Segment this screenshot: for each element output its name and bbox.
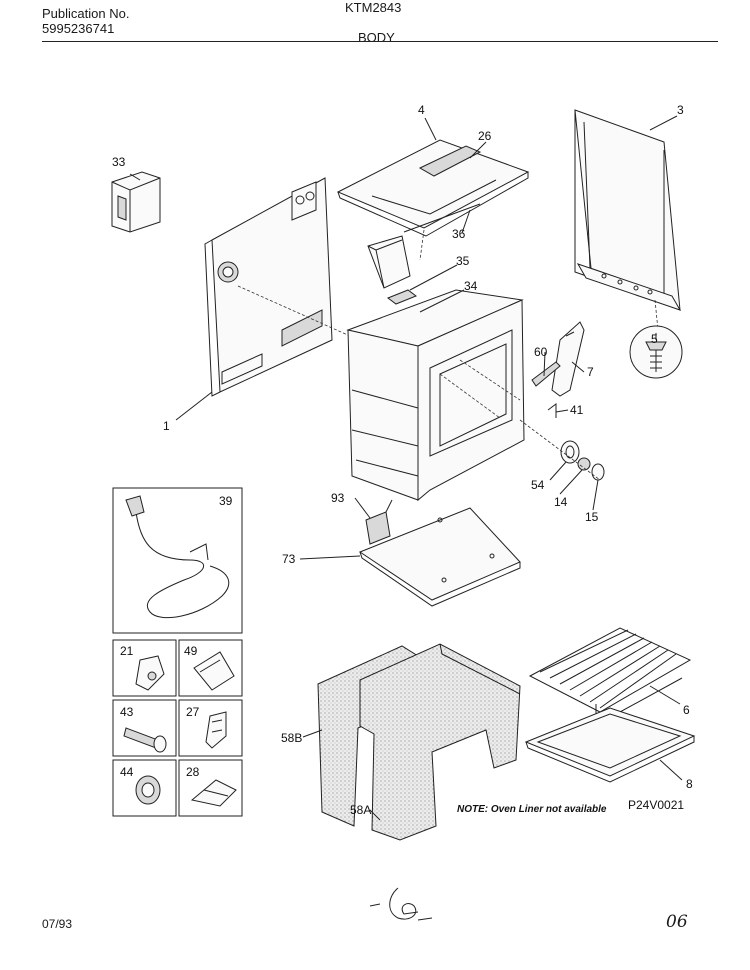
callout-36: 36 [452,227,466,241]
callout-33: 33 [112,155,126,169]
part-93-switch [365,499,393,545]
part-49-bracket [193,651,235,691]
callout-6: 6 [683,703,690,717]
callout-39: 39 [219,494,233,508]
part-27-clip [205,711,227,749]
part-7-hinge [551,321,585,397]
part-4-top-panel [336,139,530,261]
part-28-clip [190,779,237,807]
part-43-screw [123,727,167,753]
oven-liner-note: NOTE: Oven Liner not available [457,804,607,815]
callout-1: 1 [163,419,170,433]
callout-14: 14 [554,495,568,509]
callout-26: 26 [478,129,492,143]
callout-27: 27 [186,705,200,719]
model-number: KTM2843 [345,0,402,15]
callout-7: 7 [587,365,594,379]
part-58a-insulation [359,643,521,841]
callout-49: 49 [184,644,198,658]
callout-73: 73 [282,552,296,566]
publication-label: Publication No. [42,6,130,21]
footer-date: 07/93 [42,917,73,931]
callout-58a: 58A [350,803,371,817]
callout-58b: 58B [281,731,302,745]
handwritten-mark [369,887,433,921]
light-assembly-axis [519,419,601,481]
part-6-oven-rack [528,627,692,715]
part-54-socket [560,440,580,464]
part-15-bulb [591,463,605,481]
callout-60: 60 [534,345,548,359]
callout-28: 28 [186,765,200,779]
callout-15: 15 [585,510,599,524]
publication-number: 5995236741 [42,21,115,36]
oven-body-frame [346,289,525,502]
part-1-side-panel [204,177,351,397]
part-36-channel [367,203,481,289]
leader-lines [129,115,683,821]
callout-43: 43 [120,705,134,719]
callout-4: 4 [418,103,425,117]
part-60-arm [531,361,561,387]
part-33-bracket [111,171,161,233]
callout-34: 34 [464,279,478,293]
part-5-leveling-leg [629,325,683,379]
part-44-bushing [135,775,161,805]
footer-page-mark: 06 [666,912,688,932]
callout-21: 21 [120,644,134,658]
part-3-door-frame [574,109,682,331]
part-21-grommet [135,655,165,691]
callout-44: 44 [120,765,134,779]
callout-5: 5 [651,332,658,346]
small-parts-grid [112,639,243,817]
part-14-lens-ring [577,457,591,471]
callout-8: 8 [686,777,693,791]
part-39-power-cord-box [112,487,243,634]
callout-93: 93 [331,491,345,505]
part-73-bottom-panel [358,507,521,607]
callout-35: 35 [456,254,470,268]
callout-3: 3 [677,103,684,117]
header-rule [42,41,718,42]
part-8-broiler-pan [524,707,696,783]
diagram-code: P24V0021 [628,798,684,812]
callout-54: 54 [531,478,545,492]
part-35-clip [386,289,418,305]
callout-41: 41 [570,403,584,417]
part-41-clip [547,403,557,418]
